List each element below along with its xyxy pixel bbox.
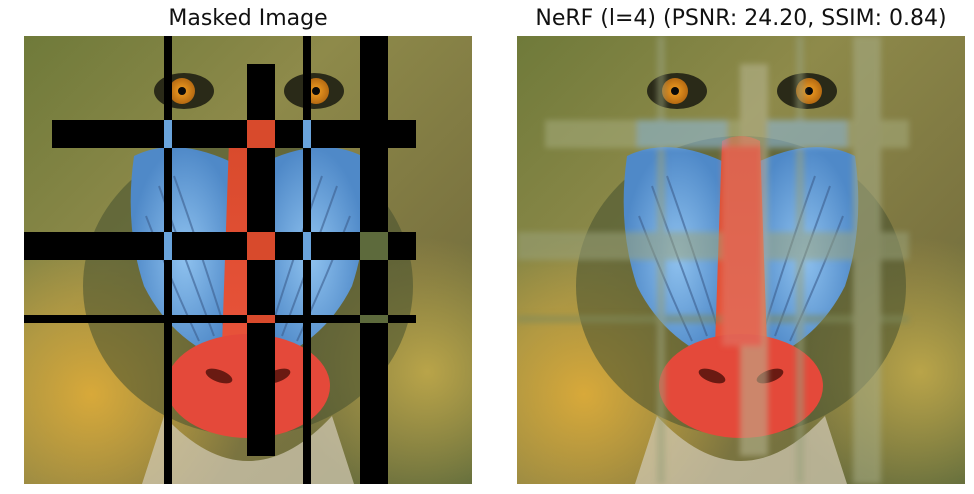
mandrill-masked-image: [24, 36, 472, 484]
masked-image: [24, 36, 472, 484]
mask-gaps: [164, 120, 388, 323]
masked-image-title: Masked Image: [168, 6, 328, 31]
inpainted-regions: [517, 36, 909, 484]
nerf-reconstruction-image: [517, 36, 965, 484]
nerf-reconstruction-panel: NeRF (l=4) (PSNR: 24.20, SSIM: 0.84): [517, 0, 965, 494]
masked-image-panel: Masked Image: [24, 0, 472, 494]
mandrill-reconstructed-image: [517, 36, 965, 484]
nerf-reconstruction-title: NeRF (l=4) (PSNR: 24.20, SSIM: 0.84): [535, 6, 947, 31]
